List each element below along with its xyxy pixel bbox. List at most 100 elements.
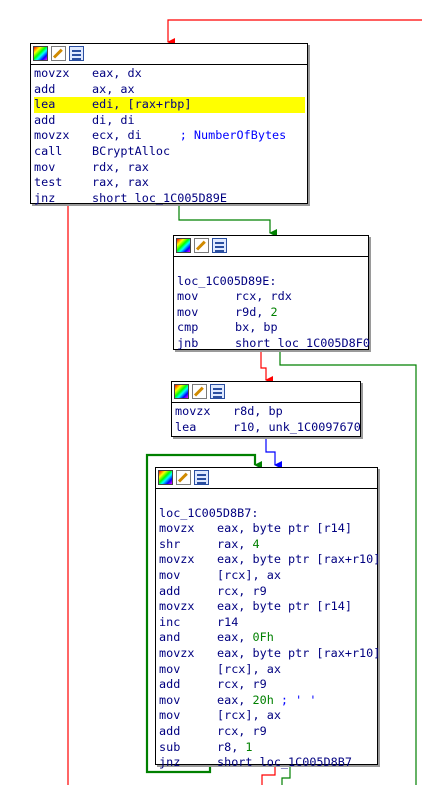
code-label[interactable]: loc_1C005D8B7:: [159, 505, 259, 520]
operand-text: di, di: [92, 112, 135, 127]
color-palette-icon[interactable]: [158, 470, 173, 485]
operands[interactable]: rcx, r9: [217, 724, 267, 740]
operands[interactable]: eax, 20h ; ' ': [217, 693, 316, 709]
operands[interactable]: [rcx], ax: [217, 708, 281, 724]
operand-text: eax, byte ptr [rax+r10]: [217, 645, 381, 660]
operands[interactable]: r8, 1: [217, 740, 253, 756]
code-label-line[interactable]: loc_1C005D8B7:: [159, 506, 375, 522]
operands[interactable]: [rcx], ax: [217, 662, 281, 678]
edit-pen-icon[interactable]: [176, 470, 191, 485]
graph-view-icon[interactable]: [194, 470, 209, 485]
operands[interactable]: rcx, r9: [217, 677, 267, 693]
operands[interactable]: ax, ax: [92, 82, 135, 98]
instruction-line[interactable]: movzx eax, byte ptr [rax+r10]: [159, 552, 380, 568]
operands[interactable]: ecx, di; NumberOfBytes: [92, 128, 286, 144]
edit-pen-icon[interactable]: [192, 384, 207, 399]
instruction-line[interactable]: movzx eax, dx: [34, 66, 305, 82]
operands[interactable]: eax, dx: [92, 66, 142, 82]
instruction-line[interactable]: mov[rcx], ax: [159, 662, 375, 678]
operands[interactable]: short loc_1C005D8B7: [217, 755, 352, 771]
instruction-line[interactable]: mov[rcx], ax: [159, 568, 375, 584]
operands[interactable]: rcx, rdx: [235, 289, 292, 305]
operands[interactable]: r10, unk_1C0097670: [233, 420, 361, 436]
mnemonic: movzx: [34, 66, 70, 80]
graph-view-icon[interactable]: [212, 238, 227, 253]
mnemonic: movzx: [159, 552, 195, 567]
immediate-value: 4: [252, 536, 260, 551]
operands[interactable]: short loc_1C005D8F0: [235, 336, 370, 352]
operand-text: r14: [217, 614, 239, 629]
operands[interactable]: [rcx], ax: [217, 568, 281, 584]
instruction-line[interactable]: mov[rcx], ax: [159, 708, 375, 724]
operands[interactable]: eax, byte ptr [r14]: [217, 599, 352, 615]
instruction-line[interactable]: [177, 258, 366, 274]
mnemonic: jnz: [159, 755, 181, 770]
comment: ; NumberOfBytes: [179, 128, 287, 143]
instruction-line[interactable]: [159, 490, 375, 506]
graph-view-icon[interactable]: [210, 384, 225, 399]
edit-pen-icon[interactable]: [194, 238, 209, 253]
operands[interactable]: edi, [rax+rbp]: [92, 97, 191, 113]
operands[interactable]: rax, rax: [92, 175, 149, 191]
operands[interactable]: rcx, r9: [217, 584, 267, 600]
operand-text: rax,: [217, 536, 253, 551]
graph-view-icon[interactable]: [69, 46, 84, 61]
edge-block2-to-block3: [260, 350, 273, 384]
color-palette-icon[interactable]: [174, 384, 189, 399]
operands[interactable]: rax, 4: [217, 537, 260, 553]
operand-text: eax, dx: [92, 66, 142, 80]
operands[interactable]: short loc_1C005D89E: [92, 191, 227, 207]
operands[interactable]: eax, byte ptr [rax+r10]: [217, 646, 380, 662]
operands[interactable]: bx, bp: [235, 320, 278, 336]
color-palette-icon[interactable]: [176, 238, 191, 253]
operand-text: eax, byte ptr [r14]: [217, 521, 352, 536]
operands[interactable]: BCryptAlloc: [92, 144, 170, 160]
code-label-line[interactable]: loc_1C005D89E:: [177, 274, 366, 290]
operands[interactable]: di, di: [92, 113, 135, 129]
operands[interactable]: r9d, 2: [235, 305, 278, 321]
operands[interactable]: r8d, bp: [233, 404, 283, 420]
operands[interactable]: eax, byte ptr [rax+r10]: [217, 552, 380, 568]
code-label[interactable]: loc_1C005D89E:: [177, 273, 277, 288]
edit-pen-icon[interactable]: [51, 46, 66, 61]
operands[interactable]: r14: [217, 615, 238, 631]
operand-text: rcx, rdx: [235, 289, 292, 304]
operand-text: rdx, rax: [92, 159, 149, 174]
operands[interactable]: rdx, rax: [92, 160, 149, 176]
instruction-line[interactable]: jnz short loc_1C005D8B7: [159, 755, 375, 771]
operands[interactable]: eax, byte ptr [r14]: [217, 521, 352, 537]
operands[interactable]: eax, 0Fh: [217, 630, 274, 646]
color-palette-icon[interactable]: [33, 46, 48, 61]
